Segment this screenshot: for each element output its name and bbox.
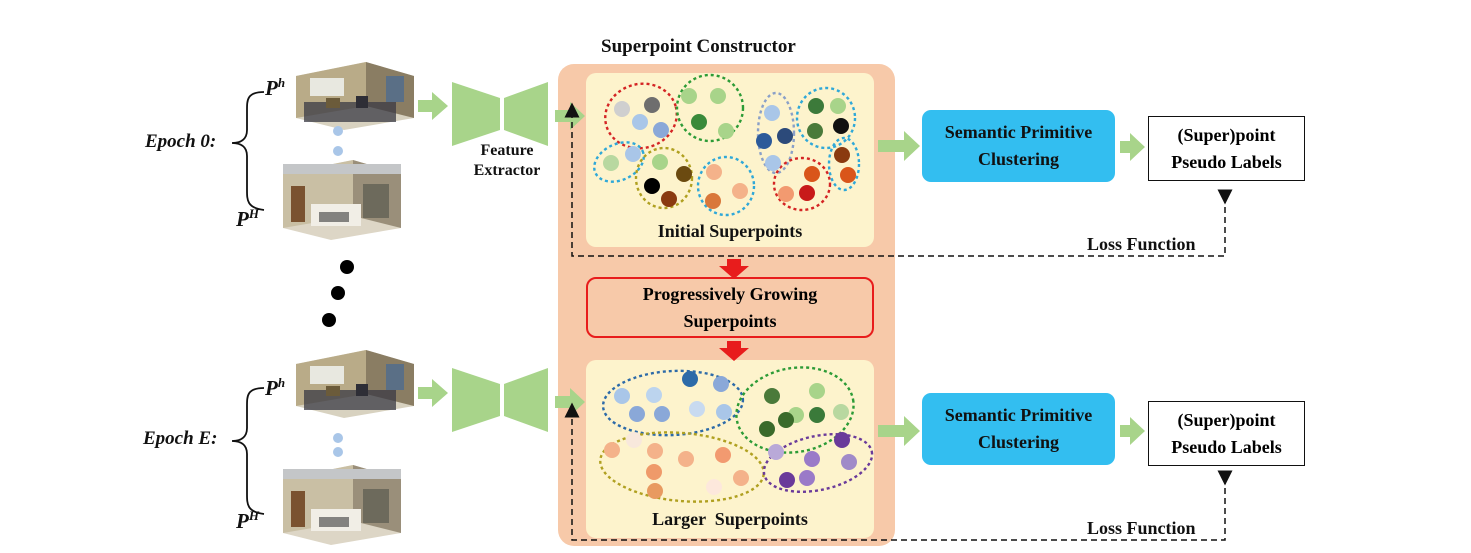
semantic-clustering-box-epochE: Semantic Primitive Clustering [922, 393, 1115, 465]
point-cloud-high-epoch0 [283, 160, 401, 240]
feature-extractor-label: Feature Extractor [473, 142, 541, 179]
point-cloud-high-label-E: PH [236, 508, 259, 533]
loss-function-label-epoch0: Loss Function [1087, 234, 1196, 254]
larger-superpoints-label: Larger Superpoints [652, 509, 808, 529]
progressive-line2: Superpoints [683, 310, 777, 331]
point-cloud-high-label-0: PH [236, 206, 259, 231]
epochE-label: Epoch E: [143, 428, 218, 449]
semantic-line2: Clustering [978, 149, 1059, 169]
feature-extractor-epoch0 [452, 82, 548, 146]
initial-superpoints-label: Initial Superpoints [657, 221, 803, 241]
loss-path-epochE [564, 402, 1233, 541]
initial-points [603, 88, 856, 209]
pseudo-labels-box-epochE: (Super)point Pseudo Labels [1148, 401, 1305, 466]
superpoint-constructor-title: Superpoint Constructor [601, 36, 796, 57]
ellipsis-dot [340, 260, 354, 274]
larger-points [604, 371, 857, 499]
feature-extractor-epochE [452, 368, 548, 432]
larger-clusters [599, 366, 874, 503]
semantic-line1: Semantic Primitive [944, 405, 1093, 425]
semantic-line2: Clustering [978, 432, 1059, 452]
brace-epoch0 [231, 91, 265, 211]
semantic-clustering-box-epoch0: Semantic Primitive Clustering [922, 110, 1115, 182]
loss-function-label-epochE: Loss Function [1087, 518, 1196, 538]
epoch0-label: Epoch 0: [145, 131, 217, 152]
ellipsis-dot [322, 313, 336, 327]
semantic-line1: Semantic Primitive [944, 122, 1093, 142]
loss-path-epoch0 [564, 102, 1233, 257]
pseudo-labels-box-epoch0: (Super)point Pseudo Labels [1148, 116, 1305, 181]
point-cloud-high-epochE [283, 465, 401, 545]
point-cloud-low-label-0: Ph [265, 75, 286, 100]
ellipsis-dot [331, 286, 345, 300]
point-cloud-low-epoch0 [296, 62, 414, 130]
point-cloud-low-label-E: Ph [265, 375, 286, 400]
brace-epochE [231, 387, 265, 515]
point-cloud-low-epochE [296, 350, 414, 418]
pseudo-line1: (Super)point [1177, 409, 1276, 430]
progressive-line1: Progressively Growing [642, 283, 818, 304]
progressive-growing-box: Progressively Growing Superpoints [586, 277, 874, 338]
pseudo-line2: Pseudo Labels [1171, 151, 1282, 172]
initial-clusters [593, 73, 861, 217]
red-arrows [719, 259, 749, 361]
pseudo-line2: Pseudo Labels [1171, 436, 1282, 457]
pseudo-line1: (Super)point [1177, 124, 1276, 145]
